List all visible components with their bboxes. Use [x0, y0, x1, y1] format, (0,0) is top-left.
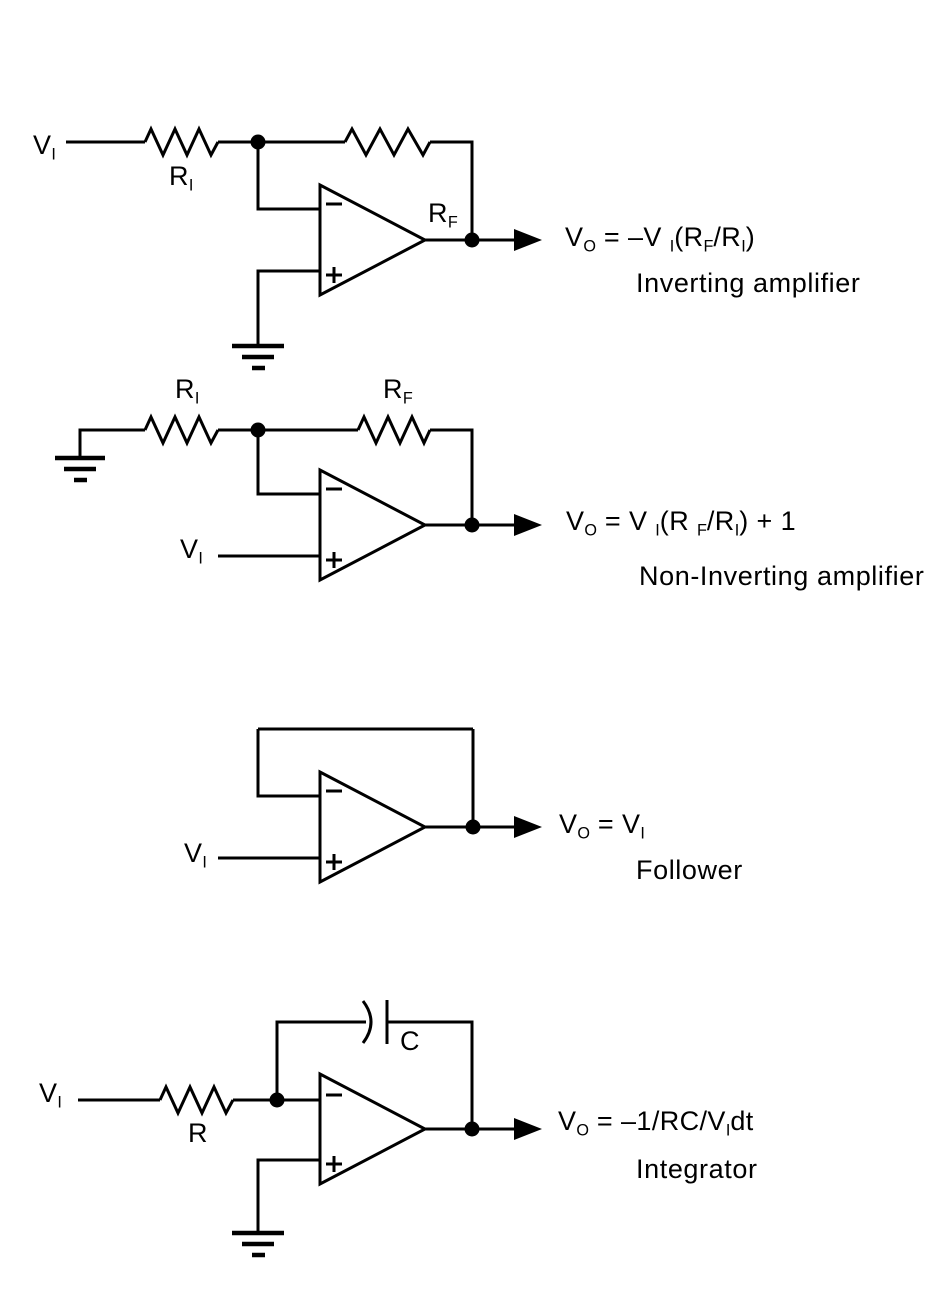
opamp-triangle-icon: [318, 182, 429, 298]
wires: [218, 727, 516, 860]
c2-caption: Non-Inverting amplifier: [639, 561, 925, 591]
output-dot: [464, 232, 480, 248]
c2-input-resistor-label: RI: [175, 374, 200, 408]
resistor-icon: [356, 413, 432, 447]
c4-caption: Integrator: [636, 1154, 758, 1184]
resistor-icon: [143, 125, 220, 159]
output-arrow-icon: [514, 816, 542, 838]
follower-circuit: [218, 727, 542, 885]
plus-input-icon: [326, 267, 342, 283]
non-inverting-amplifier-circuit: [55, 413, 542, 583]
plus-input-icon: [326, 552, 342, 568]
capacitor-icon: [361, 1000, 389, 1044]
junction-dot: [250, 422, 266, 438]
c4-input-voltage-label: VI: [39, 1078, 62, 1112]
output-arrow-icon: [514, 1118, 542, 1140]
capacitor-curved-plate: [361, 1000, 373, 1044]
c3-input-voltage-label: VI: [184, 838, 207, 872]
resistor-icon: [143, 413, 220, 447]
ground-icon: [232, 343, 284, 371]
c2-output-formula: VO = V I(R F/RI) + 1: [566, 506, 796, 540]
junction-dot: [269, 1092, 285, 1108]
c2-feedback-resistor-label: RF: [383, 374, 413, 408]
resistor-icon: [158, 1083, 235, 1117]
wires: [66, 140, 516, 344]
c1-input-voltage-label: VI: [33, 130, 56, 164]
c2-input-voltage-label: VI: [180, 534, 203, 568]
c4-resistor-label: R: [188, 1118, 208, 1148]
opamp-triangle-icon: [318, 1071, 429, 1187]
wires: [78, 1020, 516, 1231]
opamp-triangle-icon: [318, 467, 429, 583]
c1-caption: Inverting amplifier: [636, 268, 861, 298]
output-dot: [464, 517, 480, 533]
output-arrow-icon: [514, 514, 542, 536]
opamp-triangle-icon: [318, 769, 429, 885]
resistor-icon: [343, 125, 432, 159]
ground-icon: [55, 455, 105, 483]
c3-output-formula: VO = VI: [559, 809, 645, 843]
output-dot: [464, 1121, 480, 1137]
wires: [78, 428, 516, 558]
ground-icon: [232, 1230, 284, 1258]
c1-feedback-resistor-label: RF: [428, 198, 458, 232]
integrator-circuit: [78, 1000, 542, 1258]
c4-output-formula: VO = –1/RC/VIdt: [558, 1106, 754, 1140]
c1-input-resistor-label: RI: [169, 161, 194, 195]
c4-capacitor-label: C: [400, 1026, 420, 1056]
inverting-amplifier-circuit: [66, 125, 542, 371]
c3-caption: Follower: [636, 855, 743, 885]
plus-input-icon: [326, 854, 342, 870]
plus-input-icon: [326, 1156, 342, 1172]
c1-output-formula: VO = –V I(RF/RI): [565, 222, 756, 256]
output-dot: [465, 819, 481, 835]
junction-dot: [250, 134, 266, 150]
output-arrow-icon: [514, 229, 542, 251]
